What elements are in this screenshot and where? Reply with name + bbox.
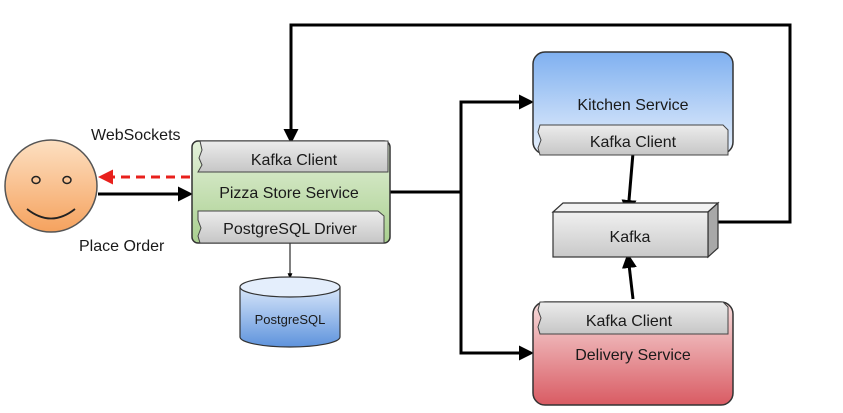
kitchen-service-label: Kitchen Service	[577, 97, 688, 114]
kitchen-service: Kitchen Service Kafka Client	[532, 51, 734, 156]
delivery-service: Kafka Client Delivery Service	[532, 301, 734, 406]
pizza-store-service-label: Pizza Store Service	[219, 185, 359, 202]
postgres-driver-tab	[197, 210, 385, 244]
postgresql-label: PostgreSQL	[255, 312, 326, 327]
branch-to-delivery-arrow	[459, 192, 534, 361]
kafka-label: Kafka	[610, 229, 651, 246]
place-order-label: Place Order	[79, 238, 165, 255]
delivery-kafka-client-tab	[537, 301, 729, 335]
kitchen-kafka-client-label: Kafka Client	[590, 134, 677, 151]
customer-smiley-icon	[4, 139, 98, 233]
postgresql-database-icon: PostgreSQL	[239, 276, 341, 348]
pizza-store-kafka-client-label: Kafka Client	[251, 152, 338, 169]
delivery-kafka-client-label: Kafka Client	[586, 313, 673, 330]
connectors	[98, 23, 792, 361]
kitchen-kafka-client-tab	[537, 124, 729, 156]
delivery-to-kafka-arrow	[621, 253, 637, 300]
pizza-store-service: Kafka Client Pizza Store Service Postgre…	[191, 140, 391, 244]
delivery-service-label: Delivery Service	[575, 347, 691, 364]
kafka-to-pizza-store-arrow	[283, 23, 792, 224]
kitchen-to-kafka-arrow	[621, 152, 637, 215]
branch-to-kitchen-arrow	[459, 94, 534, 192]
kafka-broker: Kafka	[551, 201, 720, 259]
postgres-driver-label: PostgreSQL Driver	[223, 221, 357, 238]
pizza-store-kafka-client-tab	[197, 140, 389, 173]
websockets-label: WebSockets	[91, 127, 181, 144]
